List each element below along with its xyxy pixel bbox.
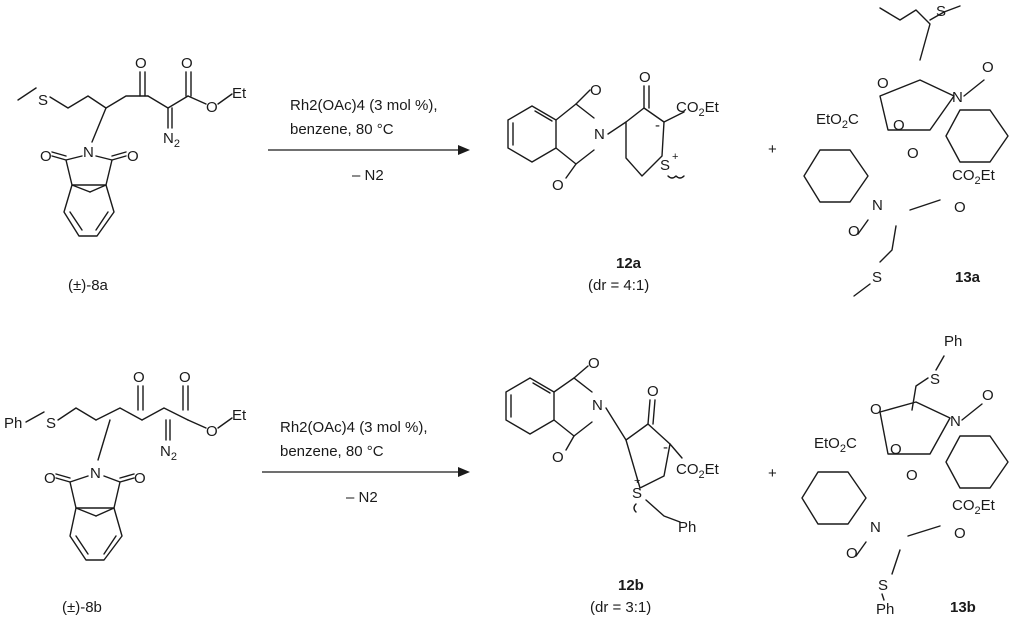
svg-text:N: N [83, 144, 94, 161]
svg-text:O: O [870, 401, 882, 418]
svg-text:O: O [846, 545, 858, 562]
svg-text:-: - [655, 117, 660, 134]
svg-text:Ph: Ph [876, 601, 894, 618]
byproduct-label-row2: – N2 [346, 489, 378, 506]
svg-text:Et: Et [232, 407, 247, 424]
svg-text:O: O [127, 148, 139, 165]
compound-label-13b: 13b [950, 599, 976, 616]
product-13b-structure: Ph S O N O O O EtO2C N O CO2Et O S Ph [801, 333, 1009, 618]
svg-text:O: O [181, 55, 193, 72]
svg-text:O: O [848, 223, 860, 240]
svg-text:O: O [134, 470, 146, 487]
svg-text:O: O [982, 387, 994, 404]
svg-text:Ph: Ph [678, 519, 696, 536]
svg-text:N: N [872, 197, 883, 214]
svg-text:S: S [46, 415, 56, 432]
svg-text:+: + [672, 151, 678, 163]
svg-text:O: O [906, 467, 918, 484]
svg-text:S: S [660, 157, 670, 174]
svg-text:O: O [877, 75, 889, 92]
svg-text:N2: N2 [160, 443, 177, 463]
plus-sign-row2: + [768, 465, 777, 482]
svg-text:N2: N2 [163, 130, 180, 150]
atom-S: S [38, 92, 48, 109]
product-13a-structure: S O N O O O EtO2C N O CO2Et O S [803, 3, 1009, 297]
conditions-line1: Rh2(OAc)4 (3 mol %), [290, 97, 438, 114]
svg-text:+: + [634, 475, 640, 487]
compound-label-12b: 12b [618, 577, 644, 594]
svg-text:S: S [632, 485, 642, 502]
svg-text:S: S [930, 371, 940, 388]
svg-text:O: O [639, 69, 651, 86]
dr-label-12a: (dr = 4:1) [588, 277, 649, 294]
svg-text:CO2Et: CO2Et [676, 461, 720, 481]
svg-text:O: O [907, 145, 919, 162]
svg-text:-: - [663, 439, 668, 456]
svg-text:Ph: Ph [944, 333, 962, 350]
byproduct-label: – N2 [352, 167, 384, 184]
svg-text:N: N [950, 413, 961, 430]
svg-text:O: O [133, 369, 145, 386]
compound-label-8a: (±)-8a [68, 277, 109, 294]
compound-label-13a: 13a [955, 269, 981, 286]
svg-text:S: S [872, 269, 882, 286]
svg-text:EtO2C: EtO2C [814, 435, 857, 455]
svg-text:N: N [90, 465, 101, 482]
compound-label-12a: 12a [616, 255, 642, 272]
svg-text:EtO2C: EtO2C [816, 111, 859, 131]
svg-text:Et: Et [232, 85, 247, 102]
svg-text:N: N [592, 397, 603, 414]
svg-text:O: O [954, 525, 966, 542]
svg-text:O: O [647, 383, 659, 400]
svg-text:O: O [552, 177, 564, 194]
dr-label-12b: (dr = 3:1) [590, 599, 651, 616]
reactant-8b-structure: Ph S O N2 O O Et N O O [4, 369, 247, 561]
svg-text:CO2Et: CO2Et [952, 497, 996, 517]
svg-text:O: O [588, 355, 600, 372]
svg-text:Ph: Ph [4, 415, 22, 432]
reaction-arrow [268, 145, 470, 155]
reactant-8a-structure: S O N2 O O Et N O O [17, 55, 247, 237]
conditions-line1-row2: Rh2(OAc)4 (3 mol %), [280, 419, 428, 436]
svg-text:O: O [954, 199, 966, 216]
svg-text:O: O [135, 55, 147, 72]
reaction-arrow-row2 [262, 467, 470, 477]
svg-text:N: N [870, 519, 881, 536]
product-12a-structure: O O N O - CO2Et S + [507, 69, 720, 194]
svg-text:CO2Et: CO2Et [952, 167, 996, 187]
plus-sign: + [768, 141, 777, 158]
svg-text:O: O [893, 117, 905, 134]
svg-text:S: S [878, 577, 888, 594]
svg-text:S: S [936, 3, 946, 20]
svg-text:O: O [40, 148, 52, 165]
svg-text:N: N [594, 126, 605, 143]
svg-text:O: O [44, 470, 56, 487]
compound-label-8b: (±)-8b [62, 599, 102, 616]
svg-text:N: N [952, 89, 963, 106]
svg-text:O: O [590, 82, 602, 99]
svg-text:O: O [206, 423, 218, 440]
svg-text:CO2Et: CO2Et [676, 99, 720, 119]
svg-text:O: O [179, 369, 191, 386]
conditions-line2: benzene, 80 °C [290, 121, 394, 138]
svg-text:O: O [552, 449, 564, 466]
svg-text:O: O [982, 59, 994, 76]
svg-text:O: O [206, 99, 218, 116]
product-12b-structure: O O N O - CO2Et S + Ph [505, 355, 720, 536]
svg-text:O: O [890, 441, 902, 458]
conditions-line2-row2: benzene, 80 °C [280, 443, 384, 460]
